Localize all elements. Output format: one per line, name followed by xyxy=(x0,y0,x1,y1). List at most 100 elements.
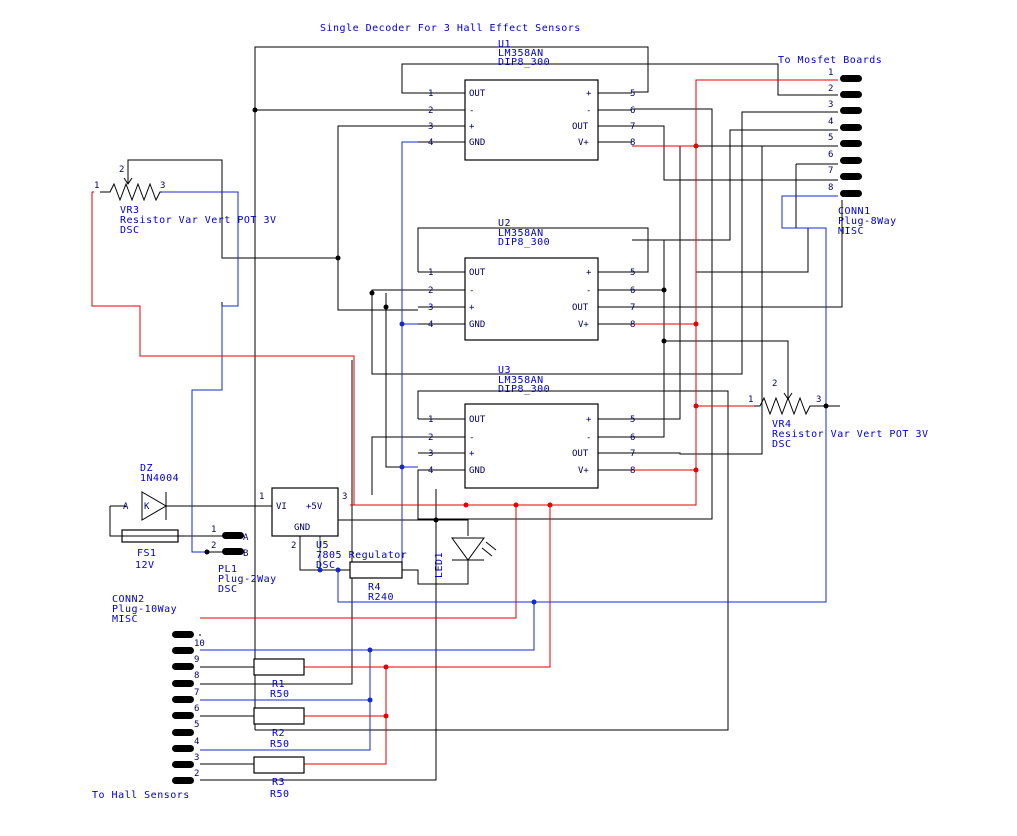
u2-pin6-num: 6 xyxy=(630,286,635,296)
conn2-part: Plug-10Way xyxy=(112,604,177,615)
conn1-pin2-num: 2 xyxy=(828,84,833,94)
r1-resistor: R1 R50 xyxy=(253,658,305,700)
conn1-heading: To Mosfet Boards xyxy=(778,55,882,66)
vr4-pin3-num: 3 xyxy=(816,395,821,405)
u1-pin-plus-label: + xyxy=(469,122,475,132)
conn1-pin7-num: 7 xyxy=(828,166,833,176)
vr4-potentiometer: 1 2 3 VR4 Resistor Var Vert POT 3V DSC xyxy=(748,379,929,450)
u1-pin1-num: 1 xyxy=(428,89,433,99)
u1-pin-gnd-label: GND xyxy=(469,138,485,148)
u3-pin-out2-label: OUT xyxy=(572,449,589,459)
pl1-ref: PL1 xyxy=(218,564,238,575)
conn1-connector: To Mosfet Boards CONN1 Plug-8Way MISC 1 … xyxy=(778,55,897,237)
u2-pin2-num: 2 xyxy=(428,286,433,296)
dz-cathode-label: K xyxy=(144,502,150,512)
u2-pin-minus-label: - xyxy=(469,286,474,296)
u2-pin7-num: 7 xyxy=(630,303,635,313)
conn2-pin2-num: 2 xyxy=(194,769,199,779)
u1-pin-vplus-small-label: + xyxy=(586,89,592,99)
conn1-lib: MISC xyxy=(838,226,864,237)
u3-pin-vplus-label: V+ xyxy=(578,466,589,476)
vr4-pin2-num: 2 xyxy=(772,379,777,389)
pl1-lib: DSC xyxy=(218,584,238,595)
conn2-pin4-num: 4 xyxy=(194,737,199,747)
conn1-ref: CONN1 xyxy=(838,206,871,217)
u1-opamp: U1 LM358AN DIP8_300 OUT - + GND + - OUT … xyxy=(418,39,635,161)
u1-pin4-num: 4 xyxy=(428,138,433,148)
u5-lib: DSC xyxy=(316,560,336,571)
vr4-pin1-num: 1 xyxy=(748,395,753,405)
r4-ref: R4 xyxy=(368,582,381,593)
u3-pin7-num: 7 xyxy=(630,449,635,459)
u1-pin-vplus-label: V+ xyxy=(578,138,589,148)
conn1-pins: 1 2 3 4 5 6 7 8 xyxy=(828,68,862,197)
u3-pin4-num: 4 xyxy=(428,466,433,476)
u3-ref: U3 xyxy=(498,365,511,376)
r4-resistor: R4 R240 xyxy=(340,561,403,603)
u3-pin6-num: 6 xyxy=(630,433,635,443)
vr4-ref: VR4 xyxy=(772,419,792,430)
u2-pin-minus2-label: - xyxy=(586,286,591,296)
fs1-fuse: FS1 12V xyxy=(121,529,179,571)
vr3-pin1-num: 1 xyxy=(94,181,99,191)
conn2-pin10-num: 10 xyxy=(194,639,205,649)
vr3-lib: DSC xyxy=(120,225,140,236)
u3-pin-plus2-label: + xyxy=(586,415,592,425)
pl1-pin2-num: 2 xyxy=(211,541,216,551)
dz-ref: DZ xyxy=(140,463,153,474)
red-wires xyxy=(91,79,838,765)
u2-pin5-num: 5 xyxy=(630,268,635,278)
u3-pin-plus-label: + xyxy=(469,449,475,459)
u5-pin1-num: 1 xyxy=(259,492,264,502)
u3-package: DIP8_300 xyxy=(498,384,550,395)
pl1-pin-a-label: A xyxy=(243,533,249,543)
u5-vi-label: VI xyxy=(276,502,287,512)
u2-part: LM358AN xyxy=(498,228,544,239)
u2-pin-out-label: OUT xyxy=(469,268,486,278)
r2-ref: R2 xyxy=(272,728,285,739)
u3-pin-out-label: OUT xyxy=(469,415,486,425)
fs1-value: 12V xyxy=(135,560,155,571)
pl1-pin1-num: 1 xyxy=(211,525,216,535)
u2-pin4-num: 4 xyxy=(428,320,433,330)
u2-package: DIP8_300 xyxy=(498,237,550,248)
conn2-connector: CONN2 Plug-10Way MISC To Hall Sensors 10… xyxy=(92,594,205,801)
conn2-pin8-num: 8 xyxy=(194,671,199,681)
u1-pin-minus-label: - xyxy=(469,106,474,116)
u3-pin3-num: 3 xyxy=(428,449,433,459)
u3-pin-gnd-label: GND xyxy=(469,466,485,476)
conn2-ref: CONN2 xyxy=(112,594,145,605)
u1-package: DIP8_300 xyxy=(498,57,550,68)
r3-value: R50 xyxy=(270,789,290,800)
pl1-plug: 1 2 A B PL1 Plug-2Way DSC xyxy=(211,525,276,595)
pl1-pin-b-label: B xyxy=(243,549,248,559)
u2-pin-plus2-label: + xyxy=(586,268,592,278)
conn2-pin5-num: 5 xyxy=(194,720,199,730)
conn2-lib: MISC xyxy=(112,614,138,625)
u5-regulator: VI +5V GND 1 2 3 U5 7805 Regulator DSC xyxy=(259,487,407,571)
r4-value: R240 xyxy=(368,592,394,603)
conn1-pin5-num: 5 xyxy=(828,133,833,143)
u2-pin-plus-label: + xyxy=(469,303,475,313)
r2-value: R50 xyxy=(270,739,290,750)
conn2-pin3-num: 3 xyxy=(194,753,199,763)
u3-pin2-num: 2 xyxy=(428,433,433,443)
u3-pin5-num: 5 xyxy=(630,415,635,425)
u5-part: 7805 Regulator xyxy=(316,550,407,561)
u3-opamp: U3 LM358AN DIP8_300 OUT - + GND + - OUT … xyxy=(418,365,635,489)
u1-pin-minus2-label: - xyxy=(586,106,591,116)
u1-pin3-num: 3 xyxy=(428,122,433,132)
conn2-pin7-num: 7 xyxy=(194,688,199,698)
u3-pin-minus-label: - xyxy=(469,433,474,443)
u5-out-label: +5V xyxy=(306,502,323,512)
u1-pin8-num: 8 xyxy=(630,138,635,148)
u1-pin7-num: 7 xyxy=(630,122,635,132)
r3-ref: R3 xyxy=(272,777,285,788)
black-wires xyxy=(109,46,843,781)
vr4-part: Resistor Var Vert POT 3V xyxy=(772,429,929,440)
u3-pin-minus2-label: - xyxy=(586,433,591,443)
u5-ref: U5 xyxy=(316,540,329,551)
vr3-ref: VR3 xyxy=(120,205,140,216)
conn1-part: Plug-8Way xyxy=(838,216,897,227)
